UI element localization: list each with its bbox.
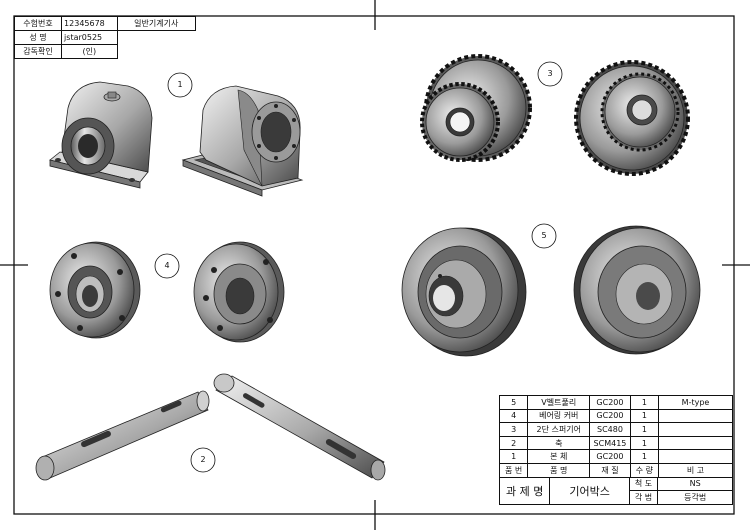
bom-row: 4 베어링 커버 GC200 1 [498,408,733,424]
bom-no: 4 [498,408,529,424]
bom-qty: 1 [629,435,660,451]
bom-note: M-type [658,395,733,410]
info-extra [117,31,195,45]
angle-value: 등각법 [657,490,733,505]
bom-name: 베어링 커버 [527,408,591,424]
callout-4-circle [154,253,180,279]
bom-material: SCM415 [589,435,631,451]
bom-qty: 1 [629,449,660,464]
callout-2-label: 2 [200,455,206,464]
bom-header-name: 품 명 [527,462,591,478]
part-pulley-view-b [573,225,701,355]
part-shaft-view-a [35,390,210,481]
callout-3-label: 3 [547,69,553,78]
scale-value: NS [657,476,733,492]
bom-no: 2 [498,435,529,451]
bill-of-materials: 5 V벨트풀리 GC200 1 M-type 4 베어링 커버 GC200 1 … [498,395,733,505]
part-gear-view-a [420,54,532,162]
info-row: 수험번호 12345678 일반기계기사 [13,16,197,31]
bom-name: V벨트풀리 [527,395,591,410]
bom-header-row: 품 번 품 명 재 질 수 량 비 고 [498,462,733,478]
part-shaft-view-b [213,373,386,481]
bom-material: GC200 [589,408,631,424]
bom-header-note: 비 고 [658,462,733,478]
info-value: jstar0525 [61,30,118,45]
part-housing-view-b [181,85,304,197]
bom-header-no: 품 번 [498,462,529,478]
info-label: 성 명 [13,30,63,45]
bom-header-qty: 수 량 [629,462,660,478]
bom-no: 5 [498,395,529,410]
project-name: 기어박스 [549,476,630,505]
info-value: (인) [61,44,118,59]
bom-name: 2단 스퍼기어 [527,422,591,437]
info-row: 성 명 jstar0525 [13,30,196,45]
bom-qty: 1 [629,395,660,410]
part-bearing-cover-view-b [193,241,285,343]
bom-note [658,408,733,424]
bom-qty: 1 [629,422,660,437]
project-label: 과 제 명 [498,476,551,505]
bom-row: 5 V벨트풀리 GC200 1 M-type [498,395,733,410]
bom-name: 본 체 [527,449,591,464]
part-bearing-cover-view-a [49,241,141,339]
bom-note [658,449,733,464]
bom-no: 1 [498,449,529,464]
info-label: 수험번호 [13,16,63,31]
scale-label: 척 도 [628,476,659,492]
callout-1-label: 1 [177,80,183,89]
bom-scale-row: 과 제 명 기어박스 척 도 NS [498,476,733,505]
info-row: 감독확인 (인) [13,44,196,59]
info-extra [117,45,195,59]
bom-row: 2 축 SCM415 1 [498,435,733,451]
info-label: 감독확인 [13,44,63,59]
callout-2-circle [190,447,216,473]
part-housing-view-a [49,81,153,189]
candidate-info-block: 수험번호 12345678 일반기계기사 성 명 jstar0525 감독확인 … [13,16,197,61]
bom-note [658,422,733,437]
part-pulley-view-a [401,227,527,357]
bom-header-material: 재 질 [589,462,631,478]
callout-3-circle [537,61,563,87]
info-extra: 일반기계기사 [116,16,197,31]
info-value: 12345678 [61,16,118,31]
bom-qty: 1 [629,408,660,424]
bom-row: 1 본 체 GC200 1 [498,449,733,464]
bom-material: SC480 [589,422,631,437]
bom-name: 축 [527,435,591,451]
bom-note [658,435,733,451]
callout-5-label: 5 [541,231,547,240]
bom-material: GC200 [589,449,631,464]
callout-1-circle [167,72,193,98]
part-gear-view-b [574,60,690,176]
bom-no: 3 [498,422,529,437]
bom-row: 3 2단 스퍼기어 SC480 1 [498,422,733,437]
callout-4-label: 4 [164,261,170,270]
bom-material: GC200 [589,395,631,410]
bom-angle-row: 각 법 등각법 [500,490,733,505]
angle-label: 각 법 [628,490,659,505]
callout-5-circle [531,223,557,249]
